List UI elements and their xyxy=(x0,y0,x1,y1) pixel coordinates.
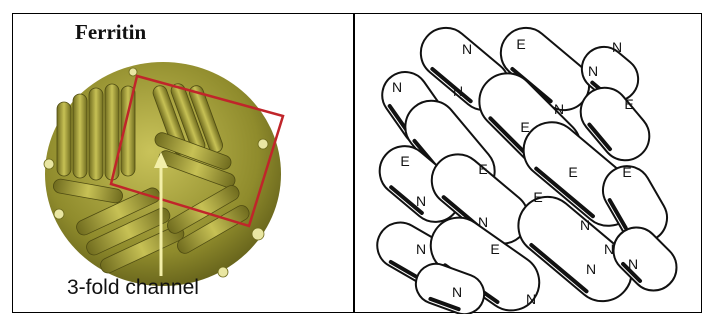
left-panel-ferritin: Ferritin xyxy=(13,14,353,312)
subunit-label: N xyxy=(416,193,426,209)
three-fold-channel-caption: 3-fold channel xyxy=(67,276,199,300)
figure-table: Ferritin xyxy=(12,13,702,313)
subunit-label: E xyxy=(516,36,525,52)
subunit-label: E xyxy=(624,96,633,112)
subunit-label: E xyxy=(400,153,409,169)
subunit-label: N xyxy=(526,291,536,307)
subunit-label: E xyxy=(533,189,542,205)
subunit-capsules xyxy=(369,18,686,314)
subunit-label: N xyxy=(453,83,463,99)
subunit-label: E xyxy=(490,241,499,257)
subunit-label: N xyxy=(392,79,402,95)
subunit-label: N xyxy=(416,241,426,257)
subunit-label: E xyxy=(478,161,487,177)
subunit-label: E xyxy=(520,119,529,135)
ferritin-structure-image xyxy=(13,14,353,314)
subunit-label: N xyxy=(612,39,622,55)
subunit-label: N xyxy=(580,217,590,233)
subunit-label: N xyxy=(604,241,614,257)
subunit-label: E xyxy=(568,164,577,180)
subunit-label: E xyxy=(622,164,631,180)
subunit-label: N xyxy=(586,261,596,277)
subunit-label: N xyxy=(452,284,462,300)
subunit-label: N xyxy=(478,214,488,230)
subunit-label: N xyxy=(462,41,472,57)
subunit-label: N xyxy=(628,256,638,272)
subunit-label: N xyxy=(554,101,564,117)
subunit-label: N xyxy=(588,63,598,79)
